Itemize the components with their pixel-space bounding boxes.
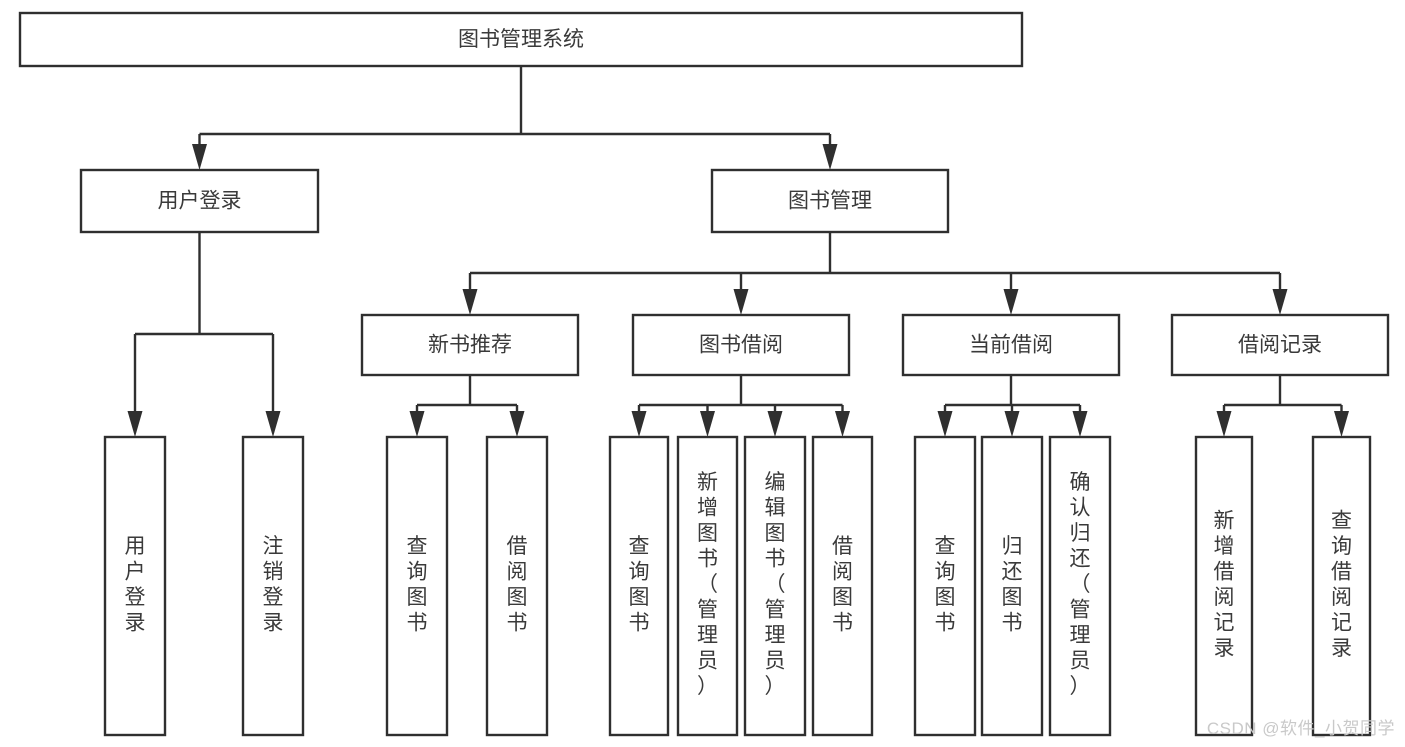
node-label-leaf-borrow-book-recommend: 借阅图书 [507, 535, 528, 635]
node-box-leaf-borrow-book[interactable] [811, 435, 874, 737]
node-label-leaf-edit-book-admin: 编辑图书（管理员） [765, 471, 786, 698]
node-leaf-query-book-borrow[interactable]: 查询图书 [608, 435, 670, 737]
node-box-book-borrow[interactable] [631, 313, 851, 377]
node-user-login[interactable]: 用户登录 [79, 168, 320, 234]
node-box-leaf-add-book-admin[interactable] [676, 435, 739, 737]
arrow-head-icon [733, 289, 749, 315]
node-label-leaf-add-book-admin: 新增图书（管理员） [697, 471, 718, 698]
arrow-head-icon [1216, 411, 1232, 437]
node-book-borrow[interactable]: 图书借阅 [631, 313, 851, 377]
nodes-layer: 图书管理系统用户登录图书管理新书推荐图书借阅当前借阅借阅记录用户登录注销登录查询… [18, 11, 1390, 737]
node-leaf-user-login[interactable]: 用户登录 [103, 435, 167, 737]
node-label-leaf-query-borrow-record: 查询借阅记录 [1331, 509, 1352, 660]
node-box-leaf-borrow-book-recommend[interactable] [485, 435, 549, 737]
arrow-head-icon [1003, 289, 1019, 315]
node-box-leaf-query-book-recommend[interactable] [385, 435, 449, 737]
node-box-leaf-query-book-current[interactable] [913, 435, 977, 737]
arrow-head-icon [1334, 411, 1349, 437]
node-box-user-login[interactable] [79, 168, 320, 234]
node-leaf-add-book-admin[interactable]: 新增图书（管理员） [676, 435, 739, 737]
arrow-head-icon [1272, 289, 1288, 315]
arrow-head-icon [409, 411, 425, 437]
node-box-leaf-query-book-borrow[interactable] [608, 435, 670, 737]
node-label-user-login: 用户登录 [158, 190, 242, 213]
node-root[interactable]: 图书管理系统 [18, 11, 1024, 68]
node-leaf-logout-login[interactable]: 注销登录 [241, 435, 305, 737]
node-leaf-borrow-book[interactable]: 借阅图书 [811, 435, 874, 737]
node-box-leaf-edit-book-admin[interactable] [743, 435, 807, 737]
node-label-leaf-confirm-return-admin: 确认归还（管理员） [1070, 471, 1091, 698]
node-leaf-edit-book-admin[interactable]: 编辑图书（管理员） [743, 435, 807, 737]
node-box-current-borrow[interactable] [901, 313, 1121, 377]
arrow-head-icon [631, 411, 647, 437]
connectors-layer [127, 66, 1349, 437]
node-box-new-book-recommend[interactable] [360, 313, 580, 377]
node-label-new-book-recommend: 新书推荐 [428, 334, 512, 357]
arrow-head-icon [1072, 411, 1088, 437]
arrow-head-icon [937, 411, 953, 437]
arrow-head-icon [1004, 411, 1020, 437]
arrow-head-icon [127, 411, 143, 437]
node-label-leaf-logout-login: 注销登录 [263, 535, 284, 635]
node-leaf-return-book[interactable]: 归还图书 [980, 435, 1044, 737]
node-box-leaf-user-login[interactable] [103, 435, 167, 737]
node-leaf-query-book-current[interactable]: 查询图书 [913, 435, 977, 737]
node-leaf-add-borrow-record[interactable]: 新增借阅记录 [1194, 435, 1254, 737]
node-label-leaf-query-book-current: 查询图书 [935, 535, 956, 635]
arrow-head-icon [509, 411, 525, 437]
connector-record-to-leaves [1216, 375, 1349, 437]
node-leaf-borrow-book-recommend[interactable]: 借阅图书 [485, 435, 549, 737]
node-leaf-query-book-recommend[interactable]: 查询图书 [385, 435, 449, 737]
node-box-root[interactable] [18, 11, 1024, 68]
node-label-leaf-user-login: 用户登录 [125, 535, 146, 635]
node-label-book-management: 图书管理 [788, 190, 872, 213]
node-leaf-query-borrow-record[interactable]: 查询借阅记录 [1311, 435, 1372, 737]
arrow-head-icon [767, 411, 783, 437]
node-new-book-recommend[interactable]: 新书推荐 [360, 313, 580, 377]
node-label-borrow-record: 借阅记录 [1238, 334, 1322, 357]
node-label-leaf-borrow-book: 借阅图书 [832, 535, 853, 635]
arrow-head-icon [700, 411, 715, 437]
node-leaf-confirm-return-admin[interactable]: 确认归还（管理员） [1048, 435, 1112, 737]
connector-root-to-level2 [192, 66, 838, 170]
connector-borrow-to-leaves [631, 375, 850, 437]
connector-recommend-to-leaves [409, 375, 525, 437]
node-label-leaf-return-book: 归还图书 [1002, 535, 1023, 635]
node-label-leaf-query-book-borrow: 查询图书 [629, 535, 650, 635]
arrow-head-icon [835, 411, 850, 437]
arrow-head-icon [192, 144, 207, 170]
node-box-leaf-return-book[interactable] [980, 435, 1044, 737]
node-box-book-management[interactable] [710, 168, 950, 234]
arrow-head-icon [462, 289, 478, 315]
node-book-management[interactable]: 图书管理 [710, 168, 950, 234]
node-label-root: 图书管理系统 [458, 28, 584, 51]
node-box-leaf-confirm-return-admin[interactable] [1048, 435, 1112, 737]
connector-userlogin-to-leaves [127, 232, 281, 437]
connector-bookmgmt-to-level3 [462, 232, 1288, 315]
connector-current-to-leaves [937, 375, 1088, 437]
node-box-leaf-logout-login[interactable] [241, 435, 305, 737]
node-borrow-record[interactable]: 借阅记录 [1170, 313, 1390, 377]
node-box-leaf-query-borrow-record[interactable] [1311, 435, 1372, 737]
arrow-head-icon [822, 144, 838, 170]
node-current-borrow[interactable]: 当前借阅 [901, 313, 1121, 377]
node-box-borrow-record[interactable] [1170, 313, 1390, 377]
arrow-head-icon [265, 411, 281, 437]
node-label-current-borrow: 当前借阅 [969, 334, 1053, 357]
node-label-leaf-query-book-recommend: 查询图书 [407, 535, 428, 635]
node-label-leaf-add-borrow-record: 新增借阅记录 [1214, 509, 1235, 660]
node-box-leaf-add-borrow-record[interactable] [1194, 435, 1254, 737]
node-label-book-borrow: 图书借阅 [699, 334, 783, 357]
